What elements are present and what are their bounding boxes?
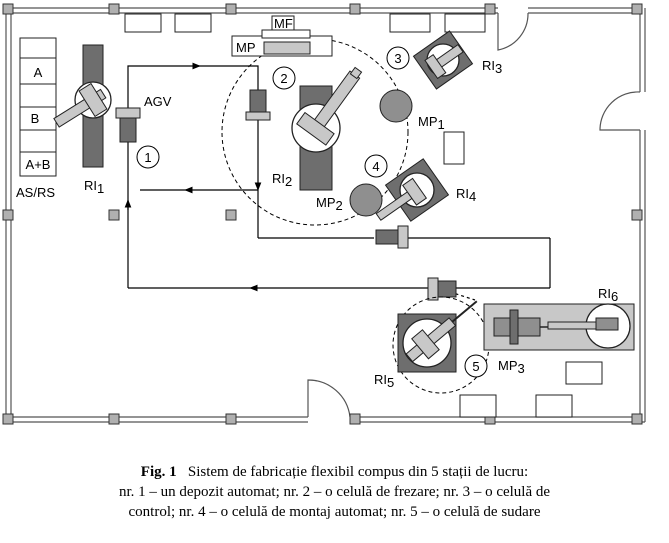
caption-line-1: Fig. 1 Sistem de fabricație flexibil com… xyxy=(0,462,669,482)
ri1-label: RI1 xyxy=(84,178,104,196)
asrs-rack: A B A+B xyxy=(19,37,57,177)
svg-text:3: 3 xyxy=(394,51,401,66)
door-right xyxy=(599,91,641,131)
ri6-label: RI6 xyxy=(598,286,618,304)
robot-ri4 xyxy=(375,158,450,222)
robot-ri1 xyxy=(53,44,112,168)
robot-ri6 xyxy=(547,303,631,349)
agv-path xyxy=(124,62,551,301)
station-4-marker: 4 xyxy=(364,154,388,178)
station-5-marker: 5 xyxy=(464,354,488,378)
robot-ri3 xyxy=(412,30,474,90)
door-top xyxy=(497,12,529,51)
figure-number: Fig. 1 xyxy=(140,464,177,480)
ri5-label: RI5 xyxy=(374,372,394,390)
svg-text:5: 5 xyxy=(472,359,479,374)
svg-text:1: 1 xyxy=(144,150,151,165)
rack-label-ab: A+B xyxy=(26,157,51,172)
caption-title: Sistem de fabricație flexibil compus din… xyxy=(187,464,529,480)
agv-dock-5 xyxy=(427,277,457,301)
mp2-label: MP2 xyxy=(316,195,343,213)
door-bottom xyxy=(307,379,351,418)
doors xyxy=(307,12,641,418)
rack-label-a: A xyxy=(34,65,43,80)
station-3-marker: 3 xyxy=(386,46,410,70)
agv-vehicle xyxy=(115,107,141,143)
mf-label: MF xyxy=(274,16,293,31)
mp1-machine xyxy=(379,89,413,123)
station-1-marker: 1 xyxy=(136,145,160,169)
machine-mf xyxy=(231,15,333,57)
ri3-label: RI3 xyxy=(482,58,502,76)
station-2-marker: 2 xyxy=(272,66,296,90)
robot-ri2 xyxy=(291,66,363,191)
svg-text:2: 2 xyxy=(280,71,287,86)
mp1-label: MP1 xyxy=(418,114,445,132)
robot-ri5 xyxy=(397,300,478,373)
top-storage-boxes xyxy=(124,13,486,33)
asrs-label: AS/RS xyxy=(16,185,55,200)
rack-label-b: B xyxy=(31,111,40,126)
caption-line-2: nr. 1 – un depozit automat; nr. 2 – o ce… xyxy=(118,484,551,500)
figure-caption: Fig. 1 Sistem de fabricație flexibil com… xyxy=(0,462,669,522)
mp2-machine xyxy=(349,183,383,217)
agv-label: AGV xyxy=(144,94,172,109)
svg-text:4: 4 xyxy=(372,159,379,174)
wall-pillars xyxy=(2,3,643,425)
misc-boxes xyxy=(443,131,603,418)
agv-dock-4 xyxy=(375,225,409,249)
mp3-label: MP3 xyxy=(498,358,525,376)
agv-dock-2 xyxy=(245,89,271,121)
ri2-label: RI2 xyxy=(272,171,292,189)
ri4-label: RI4 xyxy=(456,186,476,204)
caption-line-3: control; nr. 4 – o celulă de montaj auto… xyxy=(128,504,541,520)
mp-label: MP xyxy=(236,40,256,55)
